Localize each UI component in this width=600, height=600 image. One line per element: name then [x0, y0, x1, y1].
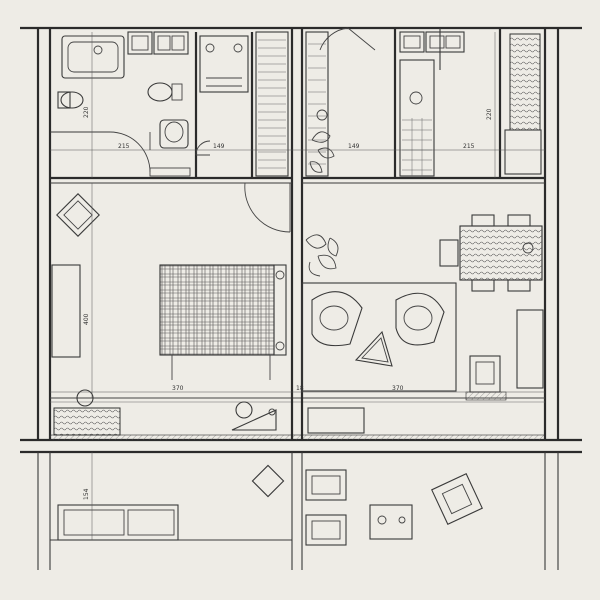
dim-living-height: 400: [83, 313, 90, 325]
dim-bath-width: 215: [118, 143, 130, 150]
coffee-table-triangle: [354, 330, 393, 367]
dim-kitchen-height: 220: [486, 108, 493, 120]
dim-hall-width: 149: [213, 143, 225, 150]
kitchen-worktop-wood: [504, 33, 542, 175]
interior-walls: [50, 28, 545, 570]
plant-living: [305, 234, 339, 277]
lamp-table: [231, 401, 277, 431]
doors: [109, 27, 376, 233]
sink-left: [159, 119, 189, 149]
towel-rail: [149, 167, 191, 177]
bed: [159, 264, 287, 380]
bathtub: [61, 35, 125, 79]
dim-corridor-mark: 18: [296, 385, 304, 392]
dim-kitchen-width: 215: [463, 143, 475, 150]
chair-right: [465, 355, 507, 401]
terrace-table: [369, 504, 413, 540]
desk-left: [53, 389, 121, 436]
toilet-left: [57, 91, 84, 109]
armchair-right: [395, 292, 445, 346]
dim-bath-height: 220: [83, 106, 90, 118]
dimension-lines: [50, 32, 545, 540]
dim-terrace-height: 154: [83, 488, 90, 500]
dim-living-width-left: 370: [172, 385, 184, 392]
plant-hall: [309, 109, 335, 173]
terrace-lounger: [57, 504, 179, 541]
facade-glazing: [49, 397, 546, 441]
armchair-corner: [56, 193, 100, 237]
rug: [301, 282, 457, 392]
terrace-armchair: [431, 473, 483, 525]
terrace-chairs: [305, 469, 347, 546]
side-cabinet: [51, 264, 81, 358]
armchair-left: [311, 291, 363, 347]
wardrobe-shelves: [255, 31, 289, 177]
cabinets-top: [127, 31, 249, 93]
dim-hall-width-right: 149: [348, 143, 360, 150]
dining-table: [439, 214, 543, 292]
sideboard-right: [516, 309, 544, 389]
terrace-stool: [251, 464, 285, 498]
bidet: [147, 82, 183, 102]
low-cabinet: [307, 407, 365, 434]
shower-shelves: [305, 31, 329, 177]
kitchen-cabinets: [399, 31, 465, 177]
dim-living-width-right: 370: [392, 385, 404, 392]
